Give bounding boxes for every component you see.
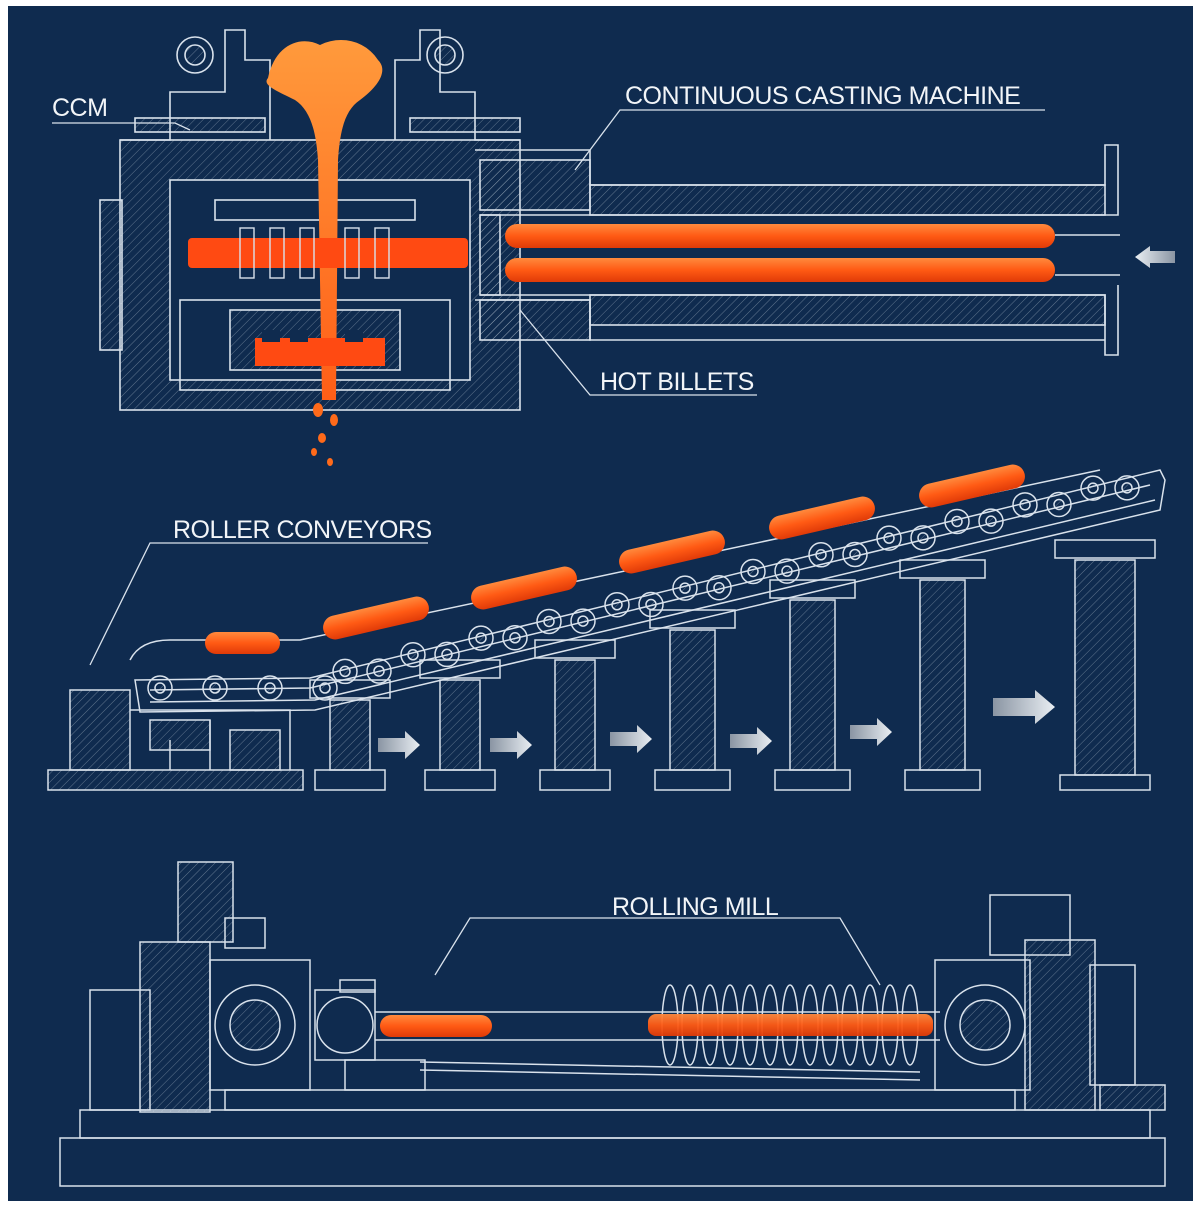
roller	[434, 641, 460, 668]
roller	[257, 675, 283, 701]
support-column	[534, 639, 616, 791]
label-hot-billets: HOT BILLETS	[600, 368, 754, 396]
conveyor-billets	[205, 464, 1025, 654]
roller	[808, 542, 834, 568]
roller	[774, 558, 800, 584]
roller	[1012, 492, 1038, 518]
roller	[604, 592, 630, 618]
roller	[740, 558, 766, 585]
roller	[502, 625, 528, 651]
roller	[366, 658, 392, 684]
label-rolling-mill: ROLLING MILL	[612, 893, 779, 921]
label-roller-conveyors: ROLLER CONVEYORS	[173, 516, 432, 544]
molten-metal	[188, 40, 468, 466]
roller	[1114, 475, 1140, 501]
roller	[944, 508, 970, 535]
leader-lines-middle	[89, 542, 428, 666]
support-column	[419, 659, 501, 791]
roller	[1046, 491, 1072, 518]
roller-conveyor	[47, 469, 1166, 791]
roller	[536, 608, 562, 635]
roller	[706, 575, 732, 601]
arrow-right-icon	[378, 690, 1055, 759]
support-column	[649, 609, 736, 791]
roller	[978, 508, 1004, 534]
support-column	[1054, 539, 1156, 791]
roller	[202, 675, 228, 701]
arrow-left-icon	[1135, 246, 1175, 268]
conveyor-rollers	[147, 475, 1140, 701]
roller	[876, 525, 902, 551]
roller	[400, 642, 426, 668]
roller	[147, 675, 173, 701]
roller	[570, 608, 596, 634]
label-ccm: CCM	[52, 94, 108, 122]
rolling-mill	[59, 861, 1166, 1187]
leader-lines-bottom	[434, 917, 881, 986]
roller	[638, 591, 664, 618]
mill-billets	[380, 1014, 933, 1037]
support-column	[899, 559, 986, 791]
roller	[842, 541, 868, 568]
roller	[1080, 475, 1106, 501]
conveyor-supports	[309, 539, 1156, 791]
leader-lines-top	[52, 109, 1045, 396]
hot-billets	[505, 224, 1055, 282]
roller	[910, 525, 936, 551]
roller	[312, 675, 338, 701]
roller	[468, 625, 494, 651]
roller	[332, 658, 358, 685]
roller	[672, 575, 698, 601]
label-continuous-casting-machine: CONTINUOUS CASTING MACHINE	[625, 82, 1021, 110]
support-column	[309, 679, 391, 791]
support-column	[769, 579, 856, 791]
